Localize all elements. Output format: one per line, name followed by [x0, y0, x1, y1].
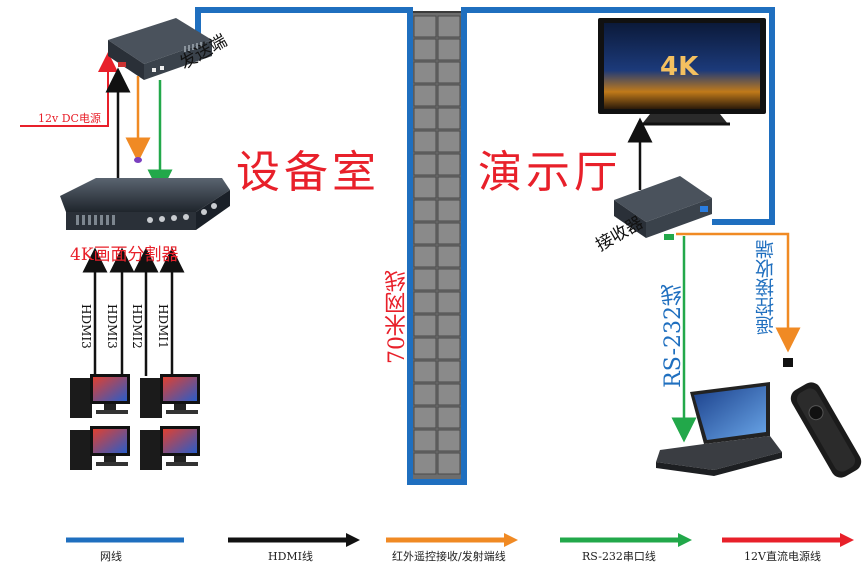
source-computers [70, 374, 200, 470]
splitter-label: 4K画面分割器 [70, 245, 179, 265]
wall-panel [413, 314, 437, 337]
legend-label-power: 12V直流电源线 [744, 550, 821, 563]
dc-power-label: 12v DC电源 [38, 112, 101, 125]
transmitter-device [108, 18, 212, 80]
wall-panel [413, 406, 437, 429]
wall-panel [413, 107, 437, 130]
source-pc [140, 426, 200, 470]
wall-divider [409, 11, 465, 481]
rs232-label: RS-232线 [661, 284, 686, 388]
wall-panel [437, 268, 461, 291]
wall-panel [413, 15, 437, 38]
wall-panel [413, 383, 437, 406]
wall-panel [413, 130, 437, 153]
wall-panel [437, 222, 461, 245]
wall-panel [413, 360, 437, 383]
legend-arrowhead [678, 533, 692, 547]
hdmi-label-3: HDMI2 [130, 304, 144, 349]
hdmi-label-2: HDMI3 [105, 304, 119, 349]
wall-panel [437, 314, 461, 337]
wall-panel [413, 176, 437, 199]
source-pc [70, 374, 130, 418]
wall-panel [413, 222, 437, 245]
wall-panel [413, 38, 437, 61]
wall-panel [437, 176, 461, 199]
remote-control [790, 382, 862, 478]
ir-receiver-label: 遥控接收端 [755, 240, 777, 335]
source-pc [140, 374, 200, 418]
ir-cable-rx [676, 232, 801, 353]
wall-panel [413, 61, 437, 84]
wall-panel [413, 268, 437, 291]
wall-panel [437, 337, 461, 360]
wall-panel [413, 199, 437, 222]
laptop [656, 382, 782, 476]
wall-panel [437, 153, 461, 176]
legend-label-rs232: RS-232串口线 [582, 550, 656, 563]
legend [66, 533, 854, 547]
wall-panel [437, 429, 461, 452]
wall-panel [437, 360, 461, 383]
ir-emitter-tx [134, 157, 142, 163]
legend-arrowhead [840, 533, 854, 547]
wall-panel [437, 61, 461, 84]
wall-panel [437, 383, 461, 406]
wall-panel [413, 429, 437, 452]
demo-hall-label: 演示厅 [478, 147, 622, 198]
splitter-device [60, 178, 230, 230]
hdmi-label-1: HDMI3 [79, 304, 93, 349]
cable-length-label: 70米网线 [385, 270, 410, 364]
wall-panel [413, 84, 437, 107]
legend-arrowhead [504, 533, 518, 547]
wall-panel [437, 452, 461, 475]
hdmi-label-4: HDMI1 [156, 304, 170, 349]
equipment-room-label: 设备室 [236, 147, 380, 198]
wall-panel [413, 452, 437, 475]
ir-receiver-sensor [783, 358, 793, 367]
wall-panel [413, 153, 437, 176]
wall-panel [437, 15, 461, 38]
wall-panel [413, 337, 437, 360]
wall-panel [437, 291, 461, 314]
legend-label-hdmi: HDMI线 [268, 550, 314, 563]
wall-panel [437, 38, 461, 61]
legend-label-network: 网线 [100, 550, 122, 563]
wall-panel [437, 107, 461, 130]
receiver-device [614, 176, 712, 240]
tv-display [598, 18, 766, 126]
network-cable-left [195, 7, 775, 485]
tv-badge: 4K [660, 52, 699, 82]
wall-panel [437, 406, 461, 429]
wall-panel [413, 245, 437, 268]
wall-panel [437, 199, 461, 222]
wall-panel [437, 84, 461, 107]
wall-panel [437, 245, 461, 268]
wall-panel [437, 130, 461, 153]
wall-panel [413, 291, 437, 314]
legend-arrowhead [346, 533, 360, 547]
source-pc [70, 426, 130, 470]
hdmi-input-arrows [82, 247, 185, 376]
legend-label-infrared: 红外遥控接收/发射端线 [392, 550, 506, 563]
